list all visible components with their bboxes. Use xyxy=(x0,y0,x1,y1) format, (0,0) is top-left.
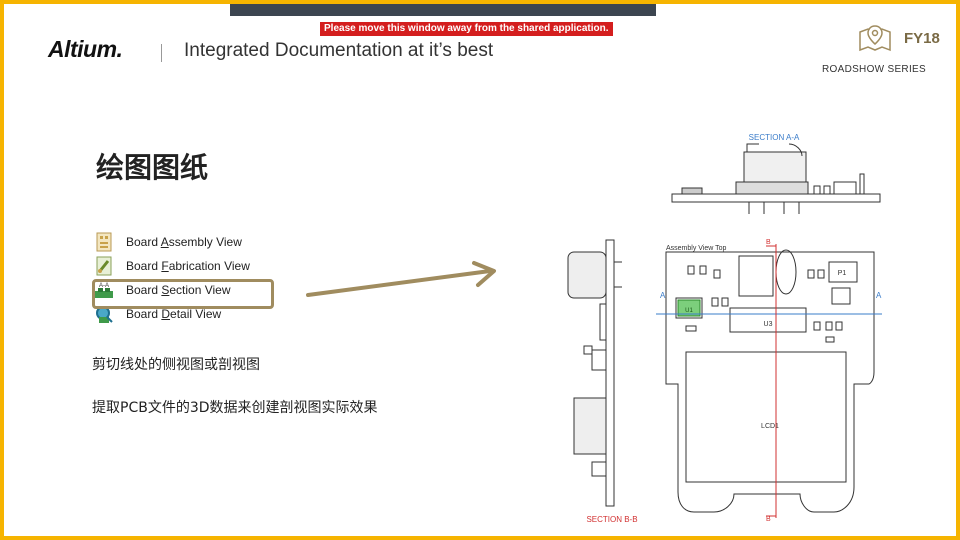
menu-item-label: Board Assembly View xyxy=(126,235,242,249)
marker-a-left: A xyxy=(660,291,666,300)
marker-b-bottom: B xyxy=(766,516,771,523)
fy-badge: FY18 xyxy=(904,30,940,47)
section-bb-label: SECTION B-B xyxy=(586,515,637,524)
slide: Please move this window away from the sh… xyxy=(4,4,956,536)
menu-item-assembly-view[interactable]: Board Assembly View xyxy=(94,230,250,254)
pointer-arrow xyxy=(306,261,496,297)
menu-item-label: Board Section View xyxy=(126,283,231,297)
assembly-icon xyxy=(94,232,114,252)
section-drawing: SECTION A-A xyxy=(567,133,882,524)
header-subtitle: Integrated Documentation at it’s best xyxy=(184,40,494,61)
assembly-view-title: Assembly View Top xyxy=(666,245,727,252)
fabrication-icon xyxy=(94,256,114,276)
description-line-1: 剪切线处的侧视图或剖视图 xyxy=(92,357,260,373)
u1-label: U1 xyxy=(685,308,693,314)
section-aa-view xyxy=(671,143,881,214)
menu-item-section-view[interactable]: A-A Board Section View xyxy=(94,278,250,302)
description-line-2: 提取PCB文件的3D数据来创建剖视图实际效果 xyxy=(92,400,378,416)
menu-item-label: Board Detail View xyxy=(126,307,222,321)
lcd-label: LCD1 xyxy=(761,423,779,430)
screen-share-toolbar xyxy=(230,4,656,16)
menu-item-fabrication-view[interactable]: Board Fabrication View xyxy=(94,254,250,278)
slide-title: 绘图图纸 xyxy=(96,151,209,184)
u3-label: U3 xyxy=(764,321,773,328)
marker-b-top: B xyxy=(766,239,771,246)
u1-component: U1 xyxy=(677,299,701,317)
header-separator xyxy=(161,44,162,62)
share-warning-banner: Please move this window away from the sh… xyxy=(320,22,613,36)
section-view-highlight xyxy=(92,279,274,309)
section-icon: A-A xyxy=(94,280,114,300)
altium-logo: Altium. xyxy=(48,36,123,62)
location-pin-icon xyxy=(859,25,891,52)
roadshow-series-label: ROADSHOW SERIES xyxy=(822,64,926,75)
menu-item-detail-view[interactable]: Board Detail View xyxy=(94,302,250,326)
assembly-board xyxy=(665,249,875,513)
board-view-menu: Board Assembly View Board Fabrication Vi… xyxy=(94,230,250,326)
marker-a-right: A xyxy=(876,291,882,300)
section-icon-text: A-A xyxy=(99,283,109,289)
section-bb-view xyxy=(567,239,622,507)
p1-label: P1 xyxy=(838,270,847,277)
section-aa-label: SECTION A-A xyxy=(749,133,800,142)
menu-item-label: Board Fabrication View xyxy=(126,259,250,273)
